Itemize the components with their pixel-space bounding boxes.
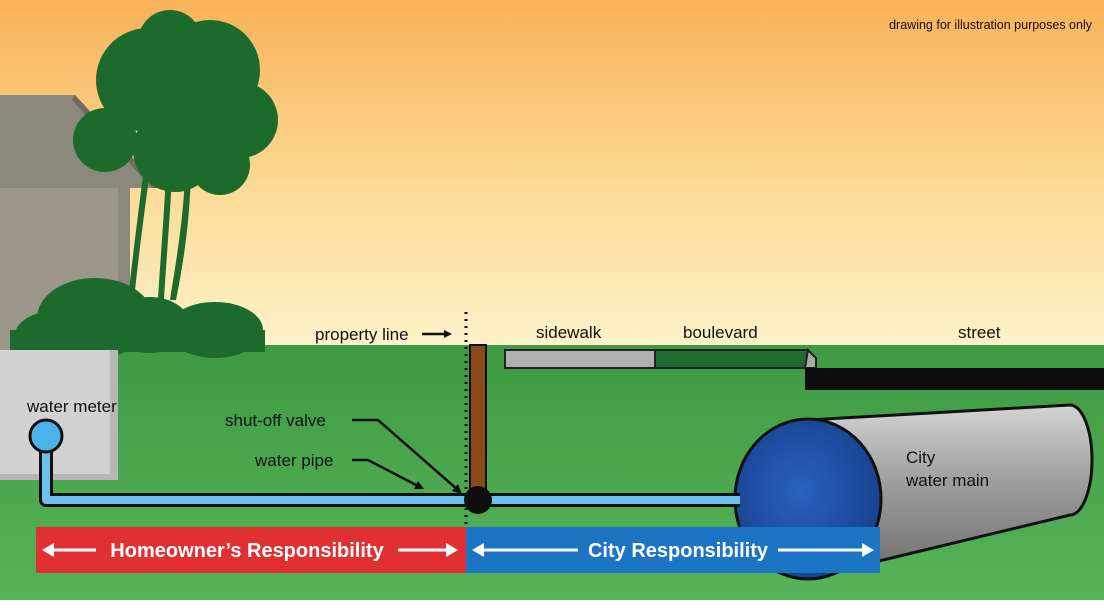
boulevard-strip [654, 349, 809, 369]
tree-icon [73, 10, 278, 195]
shut-off-valve-icon [464, 486, 492, 514]
water-pipe [39, 440, 740, 507]
sidewalk-label: sidewalk [536, 323, 602, 342]
note-text: drawing for illustration purposes only [889, 18, 1093, 32]
city-main-label-line1: City [906, 448, 936, 467]
water-meter-icon [28, 418, 64, 454]
street-surface [805, 368, 1104, 390]
water-pipe-label: water pipe [254, 451, 333, 470]
property-line-label: property line [315, 325, 409, 344]
homeowner-responsibility-band: Homeowner’s Responsibility [36, 527, 466, 573]
homeowner-responsibility-label: Homeowner’s Responsibility [110, 540, 384, 562]
shut-off-valve-label: shut-off valve [225, 411, 326, 430]
city-responsibility-band: City Responsibility [466, 527, 880, 573]
bush-icon [10, 278, 265, 360]
sidewalk-slab [504, 349, 656, 369]
city-responsibility-label: City Responsibility [588, 540, 769, 562]
city-main-label-line2: water main [905, 471, 989, 490]
boulevard-label: boulevard [683, 323, 758, 342]
street-label: street [958, 323, 1001, 342]
curb-stop-post [469, 344, 487, 496]
water-meter-label: water meter [26, 397, 117, 416]
leader-lines [352, 330, 462, 494]
